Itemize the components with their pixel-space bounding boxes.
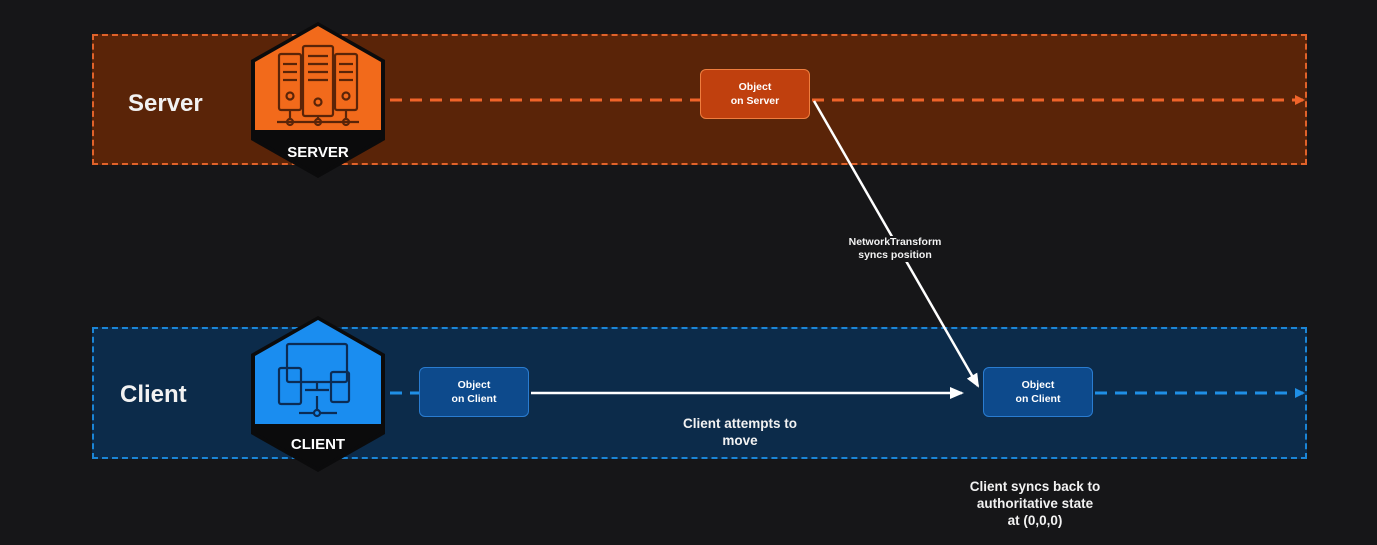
client-sync-back-caption: Client syncs back to authoritative state… — [950, 478, 1120, 529]
server-object-line1: Object — [738, 81, 772, 93]
server-object-node: Object on Server — [700, 69, 810, 119]
client-object-node-synced: Object on Client — [983, 367, 1093, 417]
server-lane-label: Server — [128, 90, 203, 117]
server-badge-label: SERVER — [287, 144, 349, 161]
client-move-caption: Client attempts to move — [660, 415, 820, 449]
client-move-line1: Client attempts to — [682, 416, 797, 431]
client-object-initial-line1: Object — [457, 379, 491, 391]
client-object-initial-line2: on Client — [451, 393, 497, 405]
client-sync-line2: authoritative state — [976, 496, 1094, 511]
network-transform-caption: NetworkTransform syncs position — [830, 236, 960, 262]
server-object-line2: on Server — [730, 95, 780, 107]
client-sync-line1: Client syncs back to — [969, 479, 1101, 494]
devices-icon — [251, 316, 385, 472]
client-object-synced-line1: Object — [1021, 379, 1055, 391]
client-lane-label: Client — [120, 381, 187, 408]
network-transform-line1: NetworkTransform — [848, 236, 942, 248]
client-object-node-initial: Object on Client — [419, 367, 529, 417]
client-badge: CLIENT — [243, 312, 393, 477]
server-rack-icon — [251, 22, 385, 178]
client-object-synced-line2: on Client — [1015, 393, 1061, 405]
client-badge-label: CLIENT — [290, 436, 346, 453]
client-sync-line3: at (0,0,0) — [1007, 513, 1063, 528]
server-badge: SERVER — [243, 18, 393, 183]
network-transform-line2: syncs position — [858, 249, 932, 261]
client-move-line2: move — [722, 433, 758, 448]
